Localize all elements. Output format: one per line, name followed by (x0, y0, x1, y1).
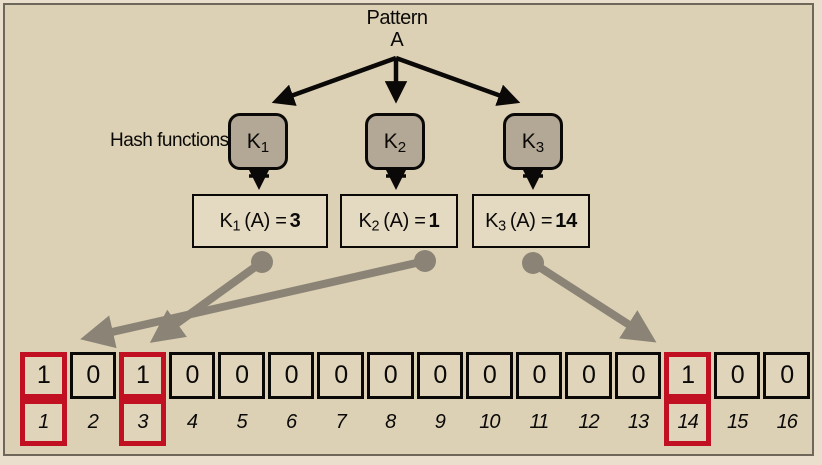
bit-cell: 1 (20, 352, 67, 399)
result-label-k1: K1(A) =3 (219, 209, 301, 235)
index-label: 4 (186, 411, 198, 433)
index-label: 9 (434, 411, 446, 433)
bit-cell: 0 (466, 352, 513, 399)
result-label-k3: K3(A) =14 (485, 209, 577, 235)
bit-array-column: 0 9 (416, 352, 464, 446)
pattern-value: A (390, 29, 404, 51)
index-label: 11 (529, 411, 550, 433)
bit-array-column: 0 10 (466, 352, 513, 446)
bit-cell: 0 (565, 352, 612, 399)
hash-functions-label: Hash functions (110, 130, 229, 151)
bit-cell: 0 (267, 352, 315, 399)
index-label: 13 (627, 411, 649, 433)
bit-cell: 0 (168, 352, 216, 399)
index-label: 6 (286, 411, 297, 433)
bit-cell: 0 (218, 352, 265, 399)
bit-array-column: 0 2 (69, 352, 117, 446)
bit-array-column: 0 15 (713, 352, 761, 446)
bit-array-column: 1 14 (664, 352, 711, 446)
index-label: 15 (727, 411, 748, 433)
hash-box-k2: K2 (365, 113, 425, 170)
bit-cell: 0 (614, 352, 662, 399)
bit-array-column: 1 1 (20, 352, 67, 446)
bit-array-column: 0 6 (267, 352, 315, 446)
hash-box-k2-label: K2 (383, 129, 407, 156)
bit-array-column: 0 4 (168, 352, 216, 446)
hash-box-k1-label: K1 (246, 129, 270, 156)
hash-box-k3-label: K3 (521, 129, 545, 156)
bit-array-column: 0 16 (763, 352, 810, 446)
index-label: 7 (335, 411, 347, 433)
bit-cell: 0 (416, 352, 464, 399)
bit-cell: 0 (515, 352, 563, 399)
bit-array-column: 1 3 (119, 352, 166, 446)
bit-array-row: 1 1 0 2 1 3 0 4 0 5 0 6 0 7 0 8 0 9 0 10 (20, 352, 810, 446)
hash-box-k3: K3 (503, 113, 563, 170)
bit-cell: 0 (366, 352, 414, 399)
bit-array-column: 0 5 (218, 352, 265, 446)
bit-array-column: 0 8 (366, 352, 414, 446)
bit-cell: 0 (69, 352, 117, 399)
result-label-k2: K2(A) =1 (358, 209, 440, 235)
index-label: 3 (119, 399, 166, 446)
bit-cell: 0 (317, 352, 364, 399)
hash-box-k1: K1 (228, 113, 288, 170)
index-label: 8 (385, 411, 396, 433)
bit-cell: 0 (713, 352, 761, 399)
index-label: 12 (578, 411, 599, 433)
bit-array-column: 0 7 (317, 352, 364, 446)
bit-array-column: 0 13 (614, 352, 662, 446)
bit-cell: 1 (664, 352, 711, 399)
bit-cell: 0 (763, 352, 810, 399)
bit-array-column: 0 12 (565, 352, 612, 446)
bit-array-column: 0 11 (515, 352, 563, 446)
index-label: 16 (776, 411, 798, 433)
index-label: 5 (236, 411, 247, 433)
result-box-k3: K3(A) =14 (472, 194, 590, 248)
index-label: 14 (664, 399, 711, 446)
bit-cell: 1 (119, 352, 166, 399)
index-label: 1 (20, 399, 67, 446)
result-box-k2: K2(A) =1 (340, 194, 458, 248)
index-label: 2 (87, 411, 99, 433)
result-box-k1: K1(A) =3 (192, 194, 328, 248)
pattern-label: Pattern (366, 7, 428, 29)
index-label: 10 (479, 411, 500, 433)
